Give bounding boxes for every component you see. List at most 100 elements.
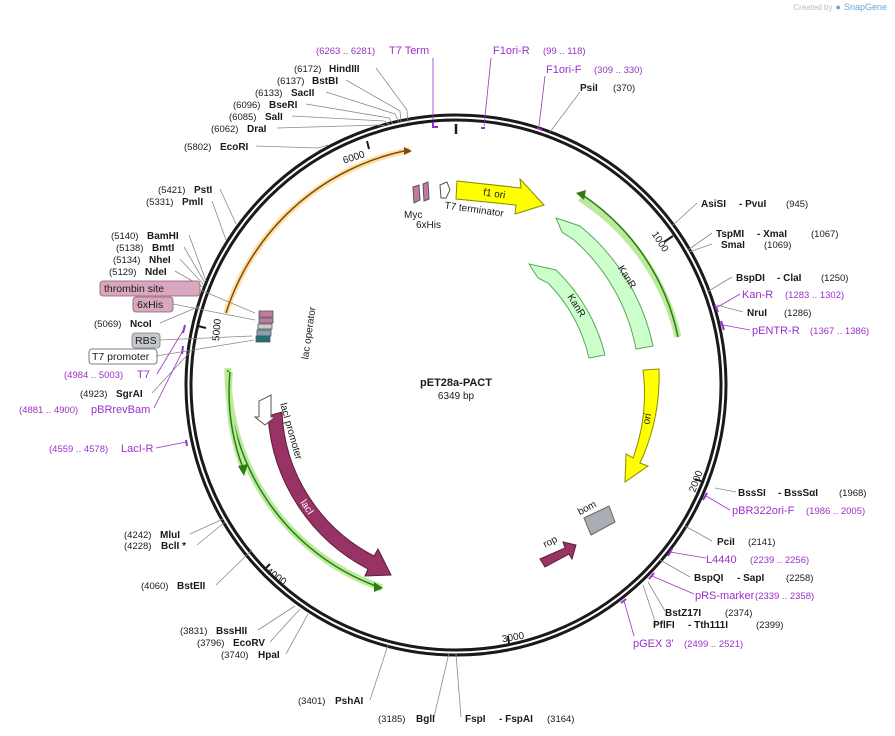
enzyme-pos-bsshii: (3831) [180, 626, 207, 637]
plasmid-length: 6349 bp [438, 391, 475, 402]
leader-rbs [159, 335, 253, 341]
primer-name-pentrr: pENTR-R [752, 325, 800, 337]
t7promoter-box [88, 348, 158, 365]
leader-bsssi [714, 487, 737, 493]
enzyme-pos-pcii: (2141) [748, 537, 775, 548]
cluster-mark-2 [258, 317, 274, 324]
enzyme-pos-drai: (6062) [211, 124, 238, 135]
leader-pbr322orif [705, 495, 731, 511]
leader-l4440 [669, 551, 707, 559]
enzyme-name-hpai: HpaI [258, 650, 280, 661]
leader-pbrrevbam [153, 349, 184, 409]
t7promoter-label: T7 promoter [92, 351, 150, 363]
rop-label: rop [541, 534, 559, 551]
primer-range-kanr: (1283 .. 1302) [785, 290, 844, 301]
enzyme-name-bstz17i: BstZ17I [665, 608, 701, 619]
lac-operator-cluster [255, 310, 274, 343]
leader-psti [219, 188, 237, 225]
primer-range-pgex3: (2499 .. 2521) [684, 639, 743, 650]
orf-arc-green-left-arrowhead [374, 582, 383, 592]
created-by-text: Created by [793, 2, 833, 12]
primer-mark-kanr [714, 304, 719, 313]
enzyme-pos-bamhi: (5140) [111, 231, 138, 242]
lac-operator-label: lac operator [300, 306, 318, 360]
enzyme-name-sali: SalI [265, 112, 283, 123]
orf-arc-orange [223, 147, 411, 314]
enzyme-name-tspmi: TspMI [716, 229, 744, 240]
f1-ori-label: f1 ori [482, 187, 506, 201]
cluster-mark-5 [255, 335, 271, 343]
primer-range-l4440: (2239 .. 2256) [750, 555, 809, 566]
enzyme-pos-mlui: (4242) [124, 530, 151, 541]
leader-tspmi [687, 232, 713, 251]
enzyme-name-ndei: NdeI [145, 267, 167, 278]
enzyme-pos-ndei: (5129) [109, 267, 136, 278]
leader-psii [549, 91, 581, 133]
rbs-box [131, 332, 161, 349]
primer-mark-pgex3 [620, 598, 627, 604]
leader-pcii [684, 525, 713, 542]
rbs-label: RBS [135, 335, 157, 347]
enzyme-pos-bgli: (3185) [378, 714, 405, 725]
leader-bcli [196, 521, 226, 546]
sixhis-tag-feature [422, 181, 430, 202]
myc-label: Myc [404, 210, 422, 221]
enzyme-pos-pflfi: (2399) [756, 620, 783, 631]
enzyme-name-pshai: PshAI [335, 696, 364, 707]
leader-bsshii [257, 605, 296, 631]
orf-arc-green-right-arrowhead [576, 190, 586, 200]
leader-t7 [156, 328, 185, 375]
leader-nrui [716, 304, 744, 313]
leader-pflfi [642, 584, 657, 625]
enzyme-pos-hindiii: (6172) [294, 64, 321, 75]
enzyme-pos-sali: (6085) [229, 112, 256, 123]
enzyme-pos-bsssi: (1968) [839, 488, 866, 499]
orf-arc-green-inner-line [228, 371, 244, 469]
primer-range-prsmarker: (2339 .. 2358) [755, 591, 814, 602]
boxed-feature-labels: thrombin site 6xHis RBS T7 promoter [88, 280, 201, 365]
t7-terminator-feature [439, 181, 451, 199]
tick-5000 [197, 325, 207, 329]
enzyme-pos-nrui: (1286) [784, 308, 811, 319]
thrombin-site-label: thrombin site [104, 283, 164, 295]
primer-mark-l4440 [667, 548, 673, 557]
primer-mark-laci_r [185, 439, 188, 447]
primer-name-pbr322orif: pBR322ori-F [732, 505, 795, 517]
enzyme-pos-bstz17i: (2374) [725, 608, 752, 619]
primer-range-pentrr: (1367 .. 1386) [810, 326, 869, 337]
leader-pshai [369, 644, 389, 701]
enzyme-pos-ncoi: (5069) [94, 319, 121, 330]
orf-arc-orange-line [225, 150, 405, 314]
enzyme-pos-bmti: (5138) [116, 243, 143, 254]
leader-bamhi [188, 234, 207, 282]
tick-label-3000: 3000 [501, 631, 525, 646]
enzyme-name-pcii: PciI [717, 537, 735, 548]
enzyme-name-asisi: AsiSI [701, 199, 726, 210]
primer-name-t7: T7 [137, 369, 150, 381]
leader-bseri [305, 103, 394, 125]
enzyme-name-psii: PsiI [580, 83, 598, 94]
laci-feature [267, 411, 392, 577]
bom-feature [583, 505, 616, 536]
snapgene-product-text: SnapGene [843, 2, 887, 12]
leader-sali [291, 115, 391, 126]
leader-f1orif [538, 75, 546, 127]
enzyme-alt-tspmi: - XmaI [757, 229, 787, 240]
primer-mark-t7term [432, 122, 438, 128]
enzyme-name-sacii: SacII [291, 88, 315, 99]
cluster-mark-3 [257, 323, 273, 330]
enzyme-alt-bspdi: - ClaI [777, 273, 802, 284]
orf-arc-green-right-line [583, 195, 679, 338]
enzyme-pos-ecori: (5802) [184, 142, 211, 153]
enzyme-name-nrui: NruI [747, 308, 767, 319]
enzyme-name-ncoi: NcoI [130, 319, 152, 330]
enzyme-pos-bcli: (4228) [124, 541, 151, 552]
leader-bmti [183, 246, 206, 284]
enzyme-pos-bstbi: (6137) [277, 76, 304, 87]
enzyme-name-drai: DraI [247, 124, 267, 135]
leader-hpai [285, 613, 309, 655]
primer-range-t7term: (6263 .. 6281) [316, 46, 375, 57]
orf-arc-orange-arrowhead [404, 147, 412, 155]
primer-range-t7: (4984 .. 5003) [64, 370, 123, 381]
leader-thrombin [197, 288, 256, 314]
